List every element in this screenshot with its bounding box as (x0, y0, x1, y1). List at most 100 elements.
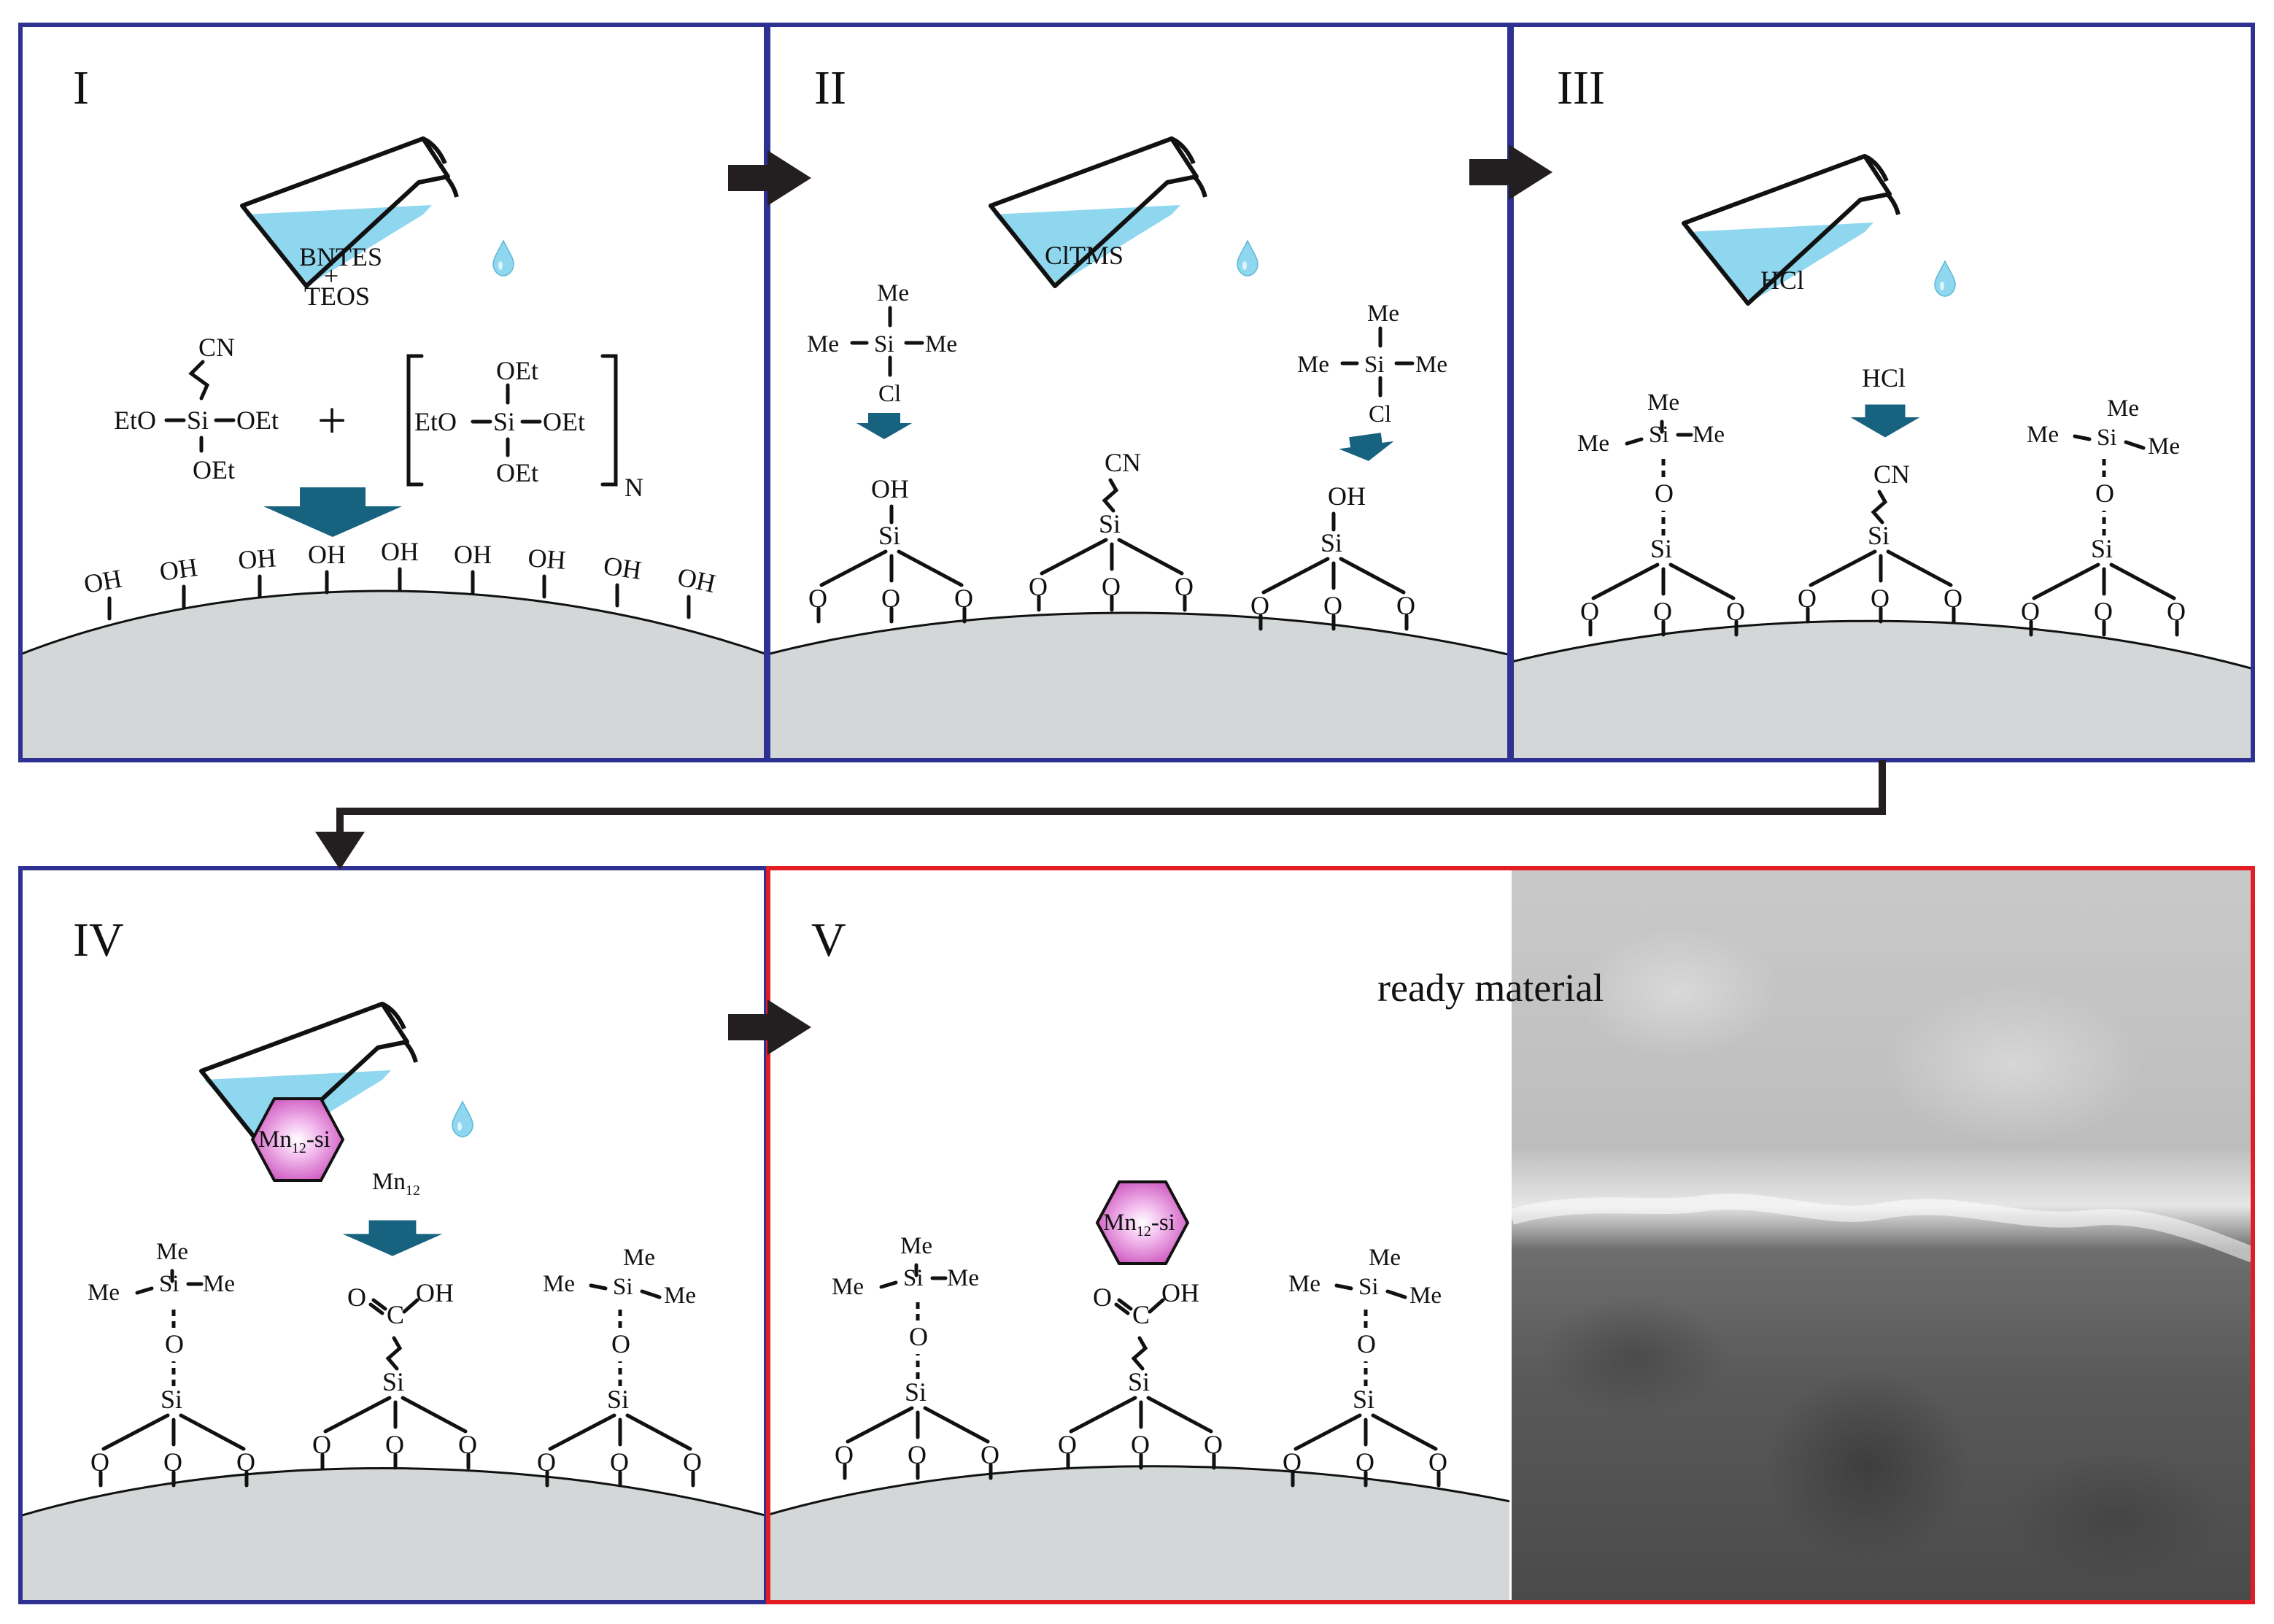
svg-text:Si: Si (1320, 528, 1342, 557)
flow-arrow-3-4 (315, 760, 1886, 870)
svg-text:O: O (458, 1430, 477, 1459)
substrate-surface (20, 1467, 766, 1602)
teos-molecule: OEt Si EtO OEt OEt N (406, 354, 643, 502)
anchor-right: Si O O O O Si Me Me Me (1283, 1245, 1447, 1485)
svg-text:O: O (908, 1440, 927, 1469)
svg-text:Me: Me (1577, 430, 1609, 457)
svg-text:Si: Si (1099, 509, 1121, 538)
svg-text:O: O (1029, 572, 1048, 601)
anchor-center: Si O O O CN (1029, 448, 1194, 610)
svg-text:Si: Si (187, 406, 209, 435)
svg-text:Si: Si (878, 521, 900, 550)
svg-text:Me: Me (1367, 301, 1399, 327)
svg-text:O: O (881, 584, 900, 613)
svg-text:O: O (1283, 1447, 1302, 1477)
svg-text:OH: OH (454, 540, 492, 569)
svg-text:O: O (1131, 1430, 1150, 1459)
svg-text:O: O (1580, 597, 1599, 626)
svg-text:OH: OH (158, 552, 199, 587)
svg-text:O: O (2095, 479, 2114, 508)
svg-text:OH: OH (871, 474, 909, 503)
svg-text:Si: Si (2097, 425, 2117, 451)
plus-sign: + (317, 391, 347, 449)
svg-text:Me: Me (1647, 390, 1679, 416)
svg-text:OH: OH (1161, 1278, 1199, 1307)
svg-text:Si: Si (161, 1385, 182, 1414)
svg-text:O: O (954, 584, 973, 613)
svg-text:O: O (1655, 479, 1674, 508)
svg-text:OH: OH (237, 543, 277, 575)
svg-text:OEt: OEt (496, 458, 538, 487)
svg-text:O: O (2167, 597, 2186, 626)
anchor-center: Si O O O CN (1798, 460, 1962, 622)
svg-text:O: O (1798, 584, 1817, 613)
svg-text:Me: Me (1409, 1283, 1442, 1309)
svg-text:Si: Si (613, 1274, 633, 1300)
svg-text:OH: OH (308, 540, 346, 569)
svg-text:CN: CN (198, 333, 235, 362)
flask-label: ClTMS (1045, 241, 1124, 270)
svg-text:Me: Me (1288, 1271, 1320, 1297)
svg-text:O: O (165, 1329, 184, 1358)
svg-text:Si: Si (1650, 534, 1672, 563)
flask-label-line1: BNTES (299, 242, 382, 271)
svg-text:O: O (909, 1322, 928, 1351)
svg-text:O: O (1058, 1430, 1077, 1459)
svg-text:Me: Me (88, 1280, 120, 1306)
svg-text:Me: Me (947, 1265, 979, 1291)
anchor-right: Si O O O OH (1250, 482, 1415, 629)
svg-text:O: O (1250, 591, 1269, 620)
svg-text:CN: CN (1873, 460, 1910, 489)
flask-label-line3: TEOS (304, 282, 370, 311)
svg-text:Me: Me (2027, 422, 2059, 448)
svg-text:O: O (808, 584, 827, 613)
svg-text:O: O (610, 1447, 629, 1477)
bntes-molecule: CN Si EtO OEt OEt (114, 333, 279, 484)
flask-label-line2: + (324, 261, 339, 290)
svg-text:Si: Si (607, 1385, 629, 1414)
substrate-surface (1512, 619, 2253, 760)
svg-text:EtO: EtO (114, 406, 156, 435)
step-numeral: IV (73, 913, 124, 967)
svg-text:Me: Me (1297, 352, 1329, 378)
svg-text:O: O (1355, 1447, 1374, 1477)
svg-text:Si: Si (1649, 422, 1669, 448)
substrate-surface (20, 589, 766, 760)
cltms-molecule-right: Me Si Me Me Cl (1297, 301, 1447, 428)
svg-text:O: O (611, 1329, 630, 1358)
svg-text:Me: Me (832, 1274, 864, 1300)
svg-text:Me: Me (2148, 433, 2180, 460)
svg-text:OH: OH (381, 537, 419, 566)
svg-text:Cl: Cl (878, 381, 901, 407)
svg-text:Me: Me (807, 331, 839, 357)
hcl-label: HCl (1862, 363, 1906, 393)
step-numeral: II (814, 61, 846, 115)
svg-text:O: O (236, 1447, 255, 1477)
substrate-surface (768, 611, 1509, 760)
svg-text:O: O (1428, 1447, 1447, 1477)
step-numeral: V (811, 913, 846, 967)
svg-text:Si: Si (1364, 352, 1385, 378)
svg-text:O: O (981, 1440, 999, 1469)
svg-text:Mn12-si: Mn12-si (1103, 1210, 1175, 1240)
svg-text:O: O (1102, 572, 1121, 601)
panel-2: Si O O O OH Si O O O CN Si O O O OH II (766, 23, 1512, 762)
svg-text:OH: OH (82, 564, 124, 599)
svg-text:Si: Si (159, 1271, 179, 1297)
surface-hydroxyls: OH OH OH OH OH OH OH OH OH (82, 537, 718, 621)
svg-text:Si: Si (874, 331, 894, 357)
svg-text:Me: Me (1369, 1245, 1401, 1271)
step-numeral: I (73, 61, 89, 115)
svg-text:O: O (1204, 1430, 1223, 1459)
svg-text:Si: Si (1353, 1385, 1374, 1414)
svg-text:Si: Si (1358, 1274, 1379, 1300)
svg-text:Me: Me (156, 1239, 188, 1265)
svg-text:Me: Me (900, 1233, 932, 1259)
svg-text:O: O (90, 1447, 109, 1477)
svg-text:Si: Si (2091, 534, 2113, 563)
svg-text:OEt: OEt (543, 407, 585, 436)
tem-micrograph (1509, 868, 2256, 1602)
svg-text:OH: OH (1328, 482, 1366, 511)
svg-text:O: O (683, 1447, 702, 1477)
flask-label: HCl (1760, 266, 1804, 295)
